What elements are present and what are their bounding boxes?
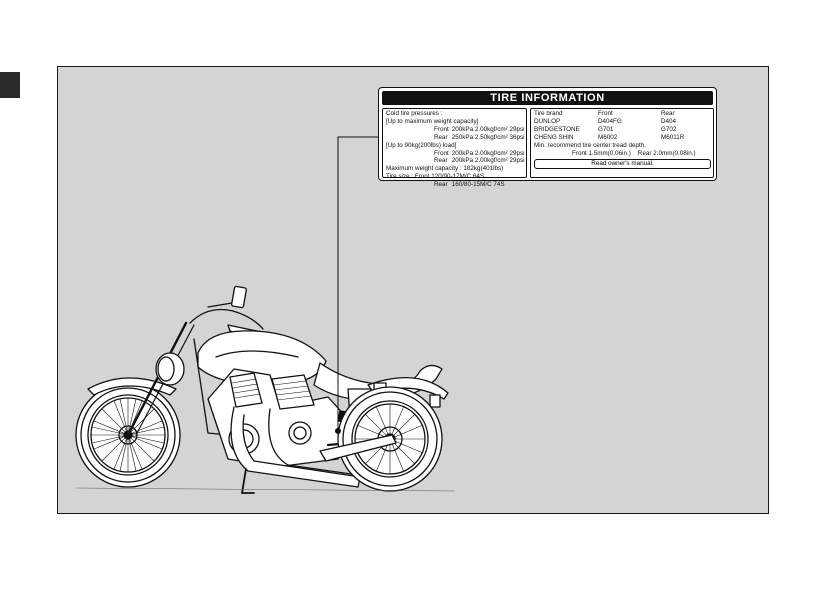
light-rear-value: 200kPa 2.00kgf/cm² 29psi — [451, 157, 525, 165]
max-front-key: Front — [434, 125, 449, 133]
tire-size-rear: Rear 160/80-15M/C 74S — [386, 181, 524, 189]
light-front-pressure: Front 200kPa 2.00kgf/cm² 29psi — [386, 149, 525, 158]
brand-front-header: Front — [598, 110, 613, 117]
tire-size-front-key: Front — [414, 173, 430, 181]
illustration-panel: TIRE INFORMATION Cold tire pressures : [… — [57, 66, 769, 514]
max-load-heading: [Up to maximum weight capacity] — [386, 117, 479, 125]
tire-brand-section: Tire brand Front Rear DUNLOP D404FG D404… — [530, 108, 714, 178]
brand-header-row: Tire brand Front Rear — [534, 110, 711, 118]
brand-front-model: D404FG — [598, 117, 622, 125]
brand-front-model: G701 — [598, 125, 614, 133]
max-front-value: 200kPa 2.00kgf/cm² 29psi — [451, 125, 525, 133]
brand-row: DUNLOP D404FG D404 — [534, 118, 711, 126]
tread-depth-values: Front 1.5mm(0.06in.) Rear 2.0mm(0.08in.) — [534, 150, 711, 158]
max-rear-value: 250kPa 2.50kgf/cm² 36psi — [451, 133, 525, 141]
max-weight-capacity: Maximum weight capacity : 182kg(401lbs) — [386, 165, 504, 173]
brand-row: CHENG SHIN M6002 M6011R — [534, 134, 711, 142]
brand-header: Tire brand — [534, 110, 563, 117]
leader-line — [335, 136, 378, 434]
motorcycle-illustration — [75, 136, 455, 494]
max-front-pressure: Front 200kPa 2.00kgf/cm² 29psi — [386, 125, 525, 134]
tire-size-rear-value: 160/80-15M/C 74S — [451, 181, 505, 189]
brand-row: BRIDGESTONE G701 G702 — [534, 126, 711, 134]
tread-depth-rear: Rear 2.0mm(0.08in.) — [637, 149, 696, 157]
brand-rear-model: D404 — [661, 117, 677, 125]
light-front-key: Front — [434, 149, 449, 157]
light-load-heading: [Up to 90kg(200lbs) load] — [386, 141, 457, 149]
tread-depth-heading: Min. recommend tire center tread depth. — [534, 141, 646, 149]
section-tab — [0, 72, 20, 98]
brand-rear-header: Rear — [661, 110, 675, 117]
brand-name: BRIDGESTONE — [534, 125, 580, 133]
tire-size-label: Tire size : — [386, 173, 414, 181]
owners-manual-notice: Read owner's manual. — [534, 159, 711, 169]
pressure-heading: Cold tire pressures : — [386, 110, 443, 117]
brand-front-model: M6002 — [598, 133, 618, 141]
light-rear-pressure: Rear 200kPa 2.00kgf/cm² 29psi — [386, 157, 525, 165]
tire-size-front: Tire size : Front 120/90-17M/C 64S — [386, 173, 524, 181]
light-front-value: 200kPa 2.00kgf/cm² 29psi — [451, 149, 525, 157]
brand-rear-model: M6011R — [661, 133, 685, 141]
light-rear-key: Rear — [434, 157, 448, 165]
brand-rear-model: G702 — [661, 125, 677, 133]
max-rear-pressure: Rear 250kPa 2.50kgf/cm² 36psi — [386, 133, 525, 142]
brand-name: DUNLOP — [534, 117, 561, 125]
tire-size-front-value: 120/90-17M/C 64S — [431, 173, 485, 181]
max-rear-key: Rear — [434, 133, 448, 141]
tire-information-label: TIRE INFORMATION Cold tire pressures : [… — [378, 87, 717, 188]
tire-pressure-section: Cold tire pressures : [Up to maximum wei… — [382, 108, 527, 188]
label-title: TIRE INFORMATION — [382, 91, 713, 105]
brand-name: CHENG SHIN — [534, 133, 574, 141]
tread-depth-front: Front 1.5mm(0.06in.) — [572, 149, 631, 157]
tire-size-rear-key: Rear — [434, 181, 448, 189]
